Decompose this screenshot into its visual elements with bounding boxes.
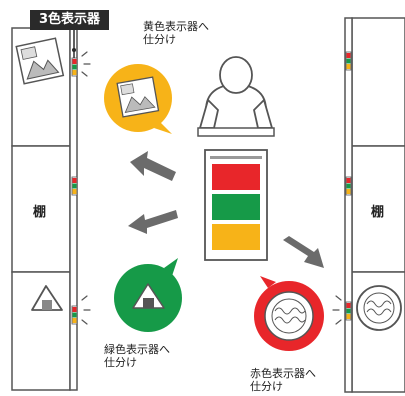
- three-color-indicator-badge: 3色表示器: [30, 10, 110, 30]
- red-sort-label-line1: 赤色表示器へ: [250, 367, 316, 380]
- mini-indicator-left-2: [71, 176, 78, 196]
- mini-indicator-right-3: [345, 301, 352, 321]
- red-sort-label: 赤色表示器へ 仕分け: [250, 367, 316, 393]
- arrow-to-yellow: [130, 151, 176, 181]
- yellow-sort-label: 黄色表示器へ 仕分け: [143, 20, 209, 46]
- display-yellow-lamp: [212, 224, 260, 250]
- mini-indicator-right-2: [345, 176, 352, 196]
- right-shelf-side: [344, 17, 353, 393]
- shelf-item-box-icon: [15, 37, 65, 85]
- green-sort-label-line1: 緑色表示器へ: [104, 343, 170, 356]
- yellow-sort-bubble: [104, 64, 172, 134]
- arrow-to-red: [283, 236, 324, 268]
- right-shelf-label: 棚: [371, 205, 385, 220]
- worker-figure: [199, 56, 273, 133]
- display-red-lamp: [212, 164, 260, 190]
- yellow-sort-label-line1: 黄色表示器へ: [143, 20, 209, 33]
- onigiri-icon: [132, 283, 165, 309]
- green-sort-label: 緑色表示器へ 仕分け: [104, 343, 170, 369]
- left-shelf-label: 棚: [33, 205, 47, 220]
- arrow-to-green: [128, 210, 178, 234]
- mini-indicator-left-1: [71, 57, 78, 77]
- left-shelf-cell-bottom: [11, 271, 71, 391]
- noodle-bowl-icon: [264, 291, 314, 341]
- shelf-item-onigiri-icon: [31, 285, 63, 311]
- green-sort-bubble: [114, 258, 182, 332]
- mini-indicator-left-3: [71, 305, 78, 325]
- light-rays-left: [81, 51, 91, 325]
- box-icon: [116, 76, 160, 118]
- badge-pointer-dot: [72, 48, 76, 52]
- shelf-item-noodle-bowl-icon: [356, 285, 402, 331]
- left-shelf-cell-middle: [11, 145, 71, 273]
- green-sort-label-line2: 仕分け: [104, 356, 137, 369]
- right-shelf-column: [344, 17, 405, 393]
- three-color-display: [204, 149, 268, 261]
- right-shelf-cell-top: [351, 17, 405, 147]
- mini-indicator-right-1: [345, 51, 352, 71]
- red-sort-label-line2: 仕分け: [250, 380, 283, 393]
- left-shelf-column: [11, 27, 78, 391]
- light-rays-right: [332, 295, 342, 325]
- left-shelf-side: [69, 27, 78, 391]
- yellow-sort-label-line2: 仕分け: [143, 33, 176, 46]
- right-shelf-cell-bottom: [351, 271, 405, 393]
- red-sort-bubble: [254, 276, 324, 351]
- work-table: [197, 127, 275, 137]
- display-green-lamp: [212, 194, 260, 220]
